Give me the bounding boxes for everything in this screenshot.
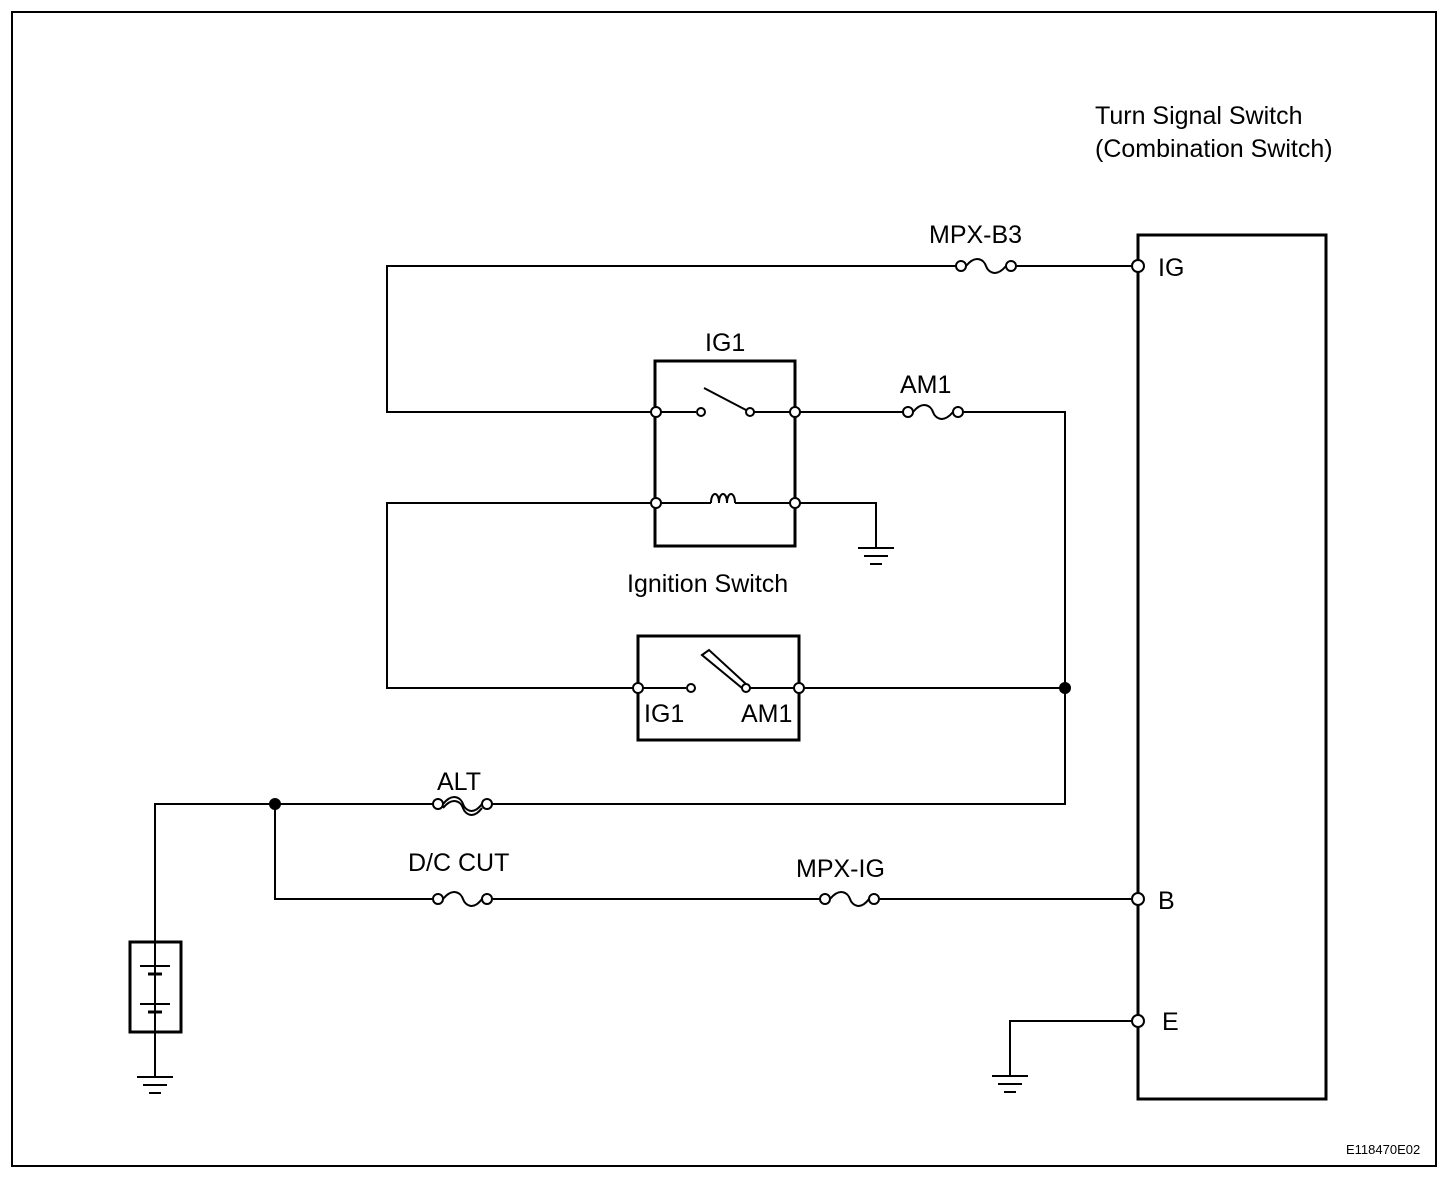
fuse-dc-cut-label: D/C CUT [408,849,509,877]
diagram-frame [11,11,1437,1167]
fuse-am1: AM1 [900,371,964,420]
pin-ig-terminal [1131,259,1145,273]
ign-terminal-ig1-label: IG1 [644,700,684,728]
wire-am1-line [492,411,1066,805]
ignition-switch: IG1 AM1 [632,634,805,742]
fuse-mpx-b3-label: MPX-B3 [929,221,1022,249]
wire-alt-line [154,803,438,1035]
relay-ground [800,502,894,565]
battery [128,940,183,1034]
wire-coil-feed [386,502,651,689]
diagram-code: E118470E02 [1346,1142,1420,1157]
pin-ig-label: IG [1158,254,1184,282]
fuse-alt-label: ALT [437,768,481,796]
ignition-switch-label: Ignition Switch [627,570,788,598]
component-title-line1: Turn Signal Switch [1095,102,1303,130]
pin-b-terminal [1131,892,1145,906]
pin-b-label: B [1158,887,1175,915]
turn-signal-switch: Turn Signal Switch (Combination Switch) … [1095,102,1333,1101]
battery-ground [137,1032,173,1094]
component-title-line2: (Combination Switch) [1095,135,1333,163]
fuse-mpx-b3: MPX-B3 [929,221,1022,274]
fuse-mpx-ig-label: MPX-IG [796,855,885,883]
pin-e-terminal [1131,1014,1145,1028]
fuse-dc-cut: D/C CUT [408,849,509,907]
ig1-relay-label: IG1 [705,329,745,357]
wire-ig-line [386,265,1138,413]
ign-terminal-am1-label: AM1 [741,700,792,728]
ig1-relay: IG1 [650,329,801,548]
fuse-alt: ALT [432,768,493,816]
fuse-mpx-ig: MPX-IG [796,855,885,907]
fuse-am1-label: AM1 [900,371,951,399]
pin-e-label: E [1162,1008,1179,1036]
switch-ground [992,1020,1133,1093]
wire-b-line [274,804,1133,900]
junction-dot-right [1059,682,1071,694]
